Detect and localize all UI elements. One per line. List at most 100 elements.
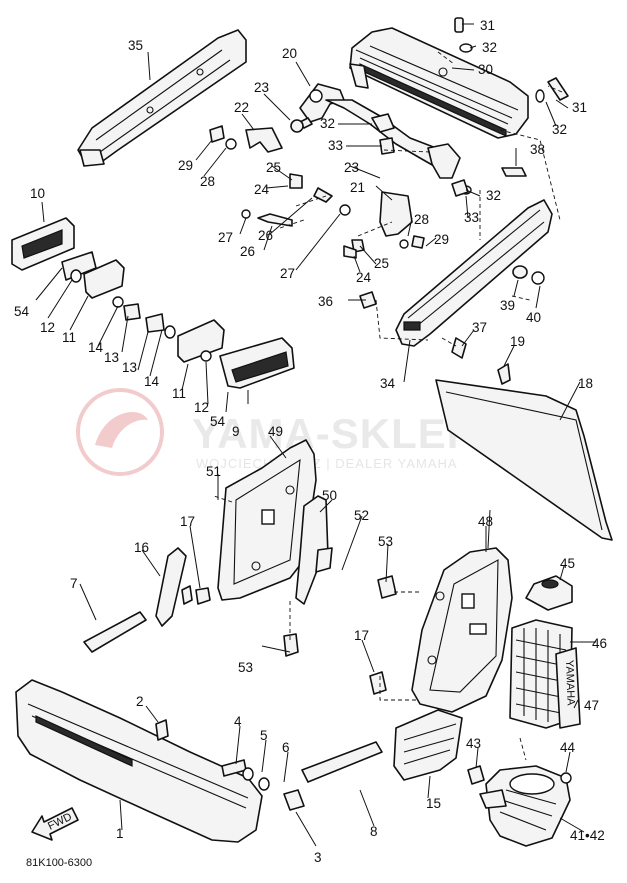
part-number: 54 [210,414,226,429]
part-number: 25 [266,160,281,175]
part-number: 27 [218,230,233,245]
part-number: 38 [530,142,545,157]
part-45-cap [525,575,573,611]
part-number: 32 [552,122,567,137]
diagram-code: 81K100-6300 [26,857,92,869]
part-16-reflector-bracket [155,547,211,627]
fwd-arrow: FWD [31,807,79,841]
part-number: 53 [378,534,393,549]
part-number-labels: 31 32 30 31 32 35 20 23 32 33 22 29 28 2… [14,18,607,865]
part-number: 9 [232,424,240,439]
part-number: 29 [178,158,193,173]
decal-47-text: YAMAHA [563,660,577,707]
part-number: 36 [318,294,333,309]
part-number: 12 [194,400,209,415]
part-number: 5 [260,728,268,743]
part-number: 50 [322,488,337,503]
part-number: 3 [314,850,322,865]
part-number: 11 [62,330,76,345]
part-number: 22 [234,100,249,115]
part-number: 16 [134,540,149,555]
part-number: 13 [104,350,119,365]
part-number: 31 [480,18,495,33]
watermark-logo-mark [95,412,148,448]
part-number: 19 [510,334,525,349]
part-number: 18 [578,376,593,391]
part-number: 27 [280,266,295,281]
part-number: 20 [282,46,297,61]
part-7-reflector [83,611,147,653]
part-50-bracket [295,495,333,605]
watermark-logo [76,388,164,476]
part-number: 41•42 [570,828,605,843]
part-number: 33 [464,210,479,225]
part-47-decal: YAMAHA [555,647,581,729]
part-number: 17 [180,514,195,529]
part-number: 44 [560,740,576,755]
part-number: 29 [434,232,449,247]
part-number: 12 [40,320,55,335]
part-49-side-cover [217,439,317,601]
part-number: 34 [380,376,396,391]
part-number: 13 [122,360,137,375]
part-number: 11 [172,386,186,401]
part-number: 43 [466,736,481,751]
part-17-grommets [283,575,397,695]
part-number: 35 [128,38,143,53]
part-43-44-fasteners [467,765,572,785]
part-41-42-intake [479,765,571,847]
part-number: 23 [344,160,359,175]
part-10-left-lamp [11,217,176,339]
part-8-reflector [301,741,383,783]
part-number: 28 [414,212,429,227]
part-20-handle-bracket [299,83,461,179]
part-number: 37 [472,320,487,335]
part-number: 14 [88,340,104,355]
part-number: 1 [116,826,124,841]
part-number: 54 [14,304,30,319]
part-number: 39 [500,298,515,313]
part-number: 45 [560,556,575,571]
part-number: 14 [144,374,160,389]
part-number: 28 [200,174,215,189]
part-number: 24 [254,182,270,197]
watermark-subtitle: WOJCIECHOWICZ | DEALER YAMAHA [196,456,458,471]
part-number: 32 [486,188,501,203]
assembly-lines [213,51,563,761]
part-9-right-lamp [177,319,295,389]
part-number: 49 [268,424,283,439]
part-number: 32 [320,116,335,131]
part-number: 47 [584,698,599,713]
part-35-side-cover [77,29,247,167]
part-15-duct [393,709,463,781]
part-number: 40 [526,310,541,325]
part-number: 52 [354,508,369,523]
part-number: 32 [482,40,497,55]
part-number: 31 [572,100,587,115]
part-number: 17 [354,628,369,643]
part-number: 7 [70,576,78,591]
part-number: 48 [478,514,493,529]
leader-lines [35,23,596,847]
part-number: 10 [30,186,45,201]
part-number: 53 [238,660,253,675]
part-number: 26 [258,228,273,243]
part-number: 25 [374,256,389,271]
part-30-top-rail [349,27,529,139]
part-number: 30 [478,62,493,77]
part-number: 21 [350,180,365,195]
part-number: 8 [370,824,378,839]
part-number: 26 [240,244,255,259]
part-number: 2 [136,694,144,709]
part-number: 15 [426,796,441,811]
part-34-lower-rail [395,199,553,347]
part-number: 24 [356,270,372,285]
part-number: 6 [282,740,290,755]
part-18-floor-panel [435,379,613,541]
part-48-side-cover [411,547,513,713]
hardware-fasteners [209,17,569,385]
part-number: 33 [328,138,343,153]
part-number: 23 [254,80,269,95]
part-number: 51 [206,464,221,479]
